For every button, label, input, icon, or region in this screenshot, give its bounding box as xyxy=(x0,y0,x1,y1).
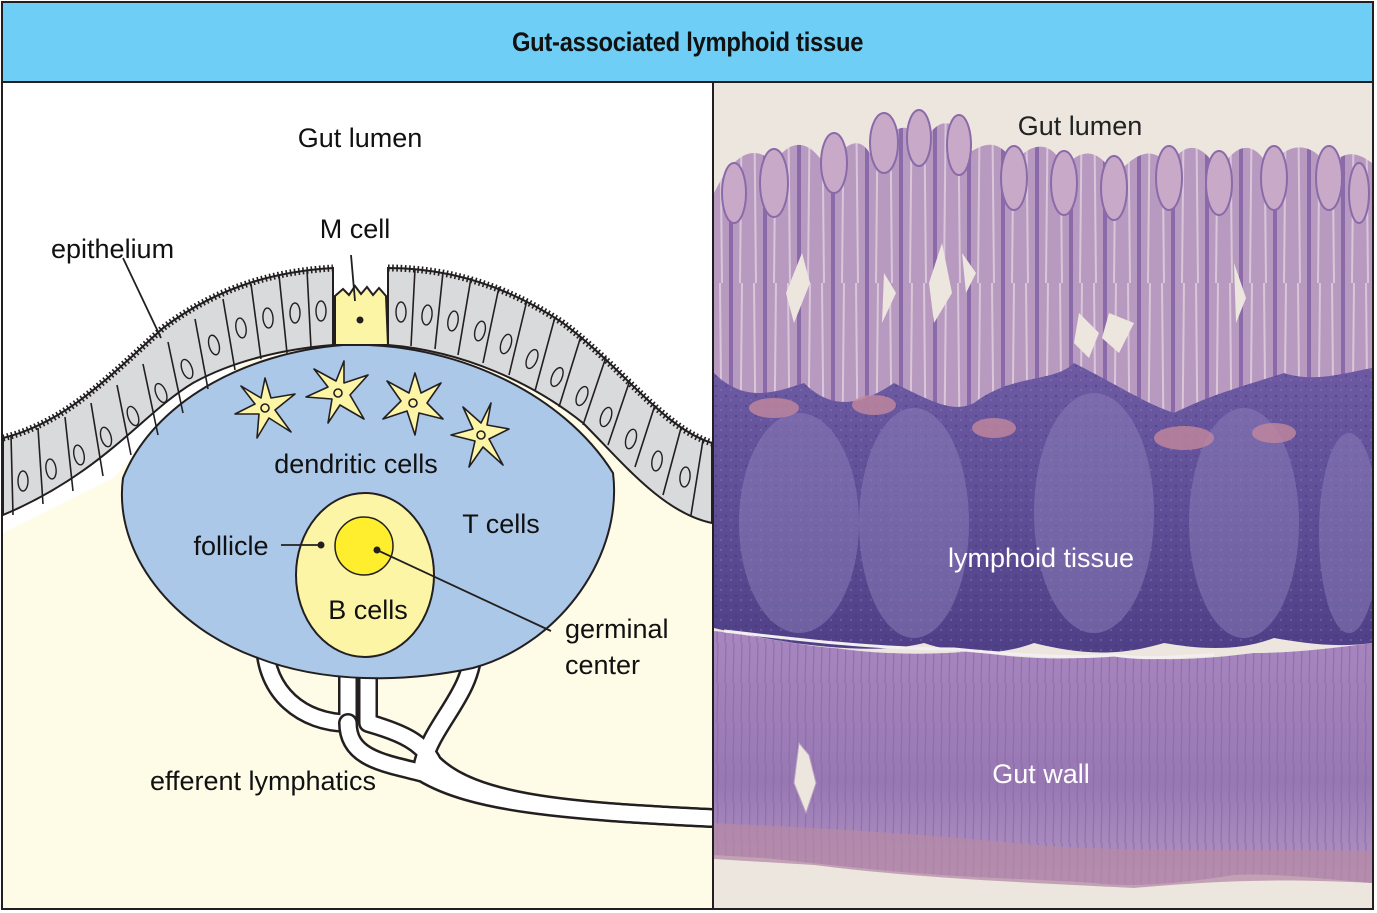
dendritic-cell-1 xyxy=(234,377,296,439)
galt-micrograph: Gut lumen lymphoid tissue Gut wall xyxy=(714,83,1372,908)
galt-diagram: Gut lumen epithelium M cell dendritic ce… xyxy=(3,123,712,908)
dendritic-cell-4 xyxy=(450,402,510,468)
lymphoid-follicles xyxy=(739,393,1372,638)
label-b-cells: B cells xyxy=(328,595,408,625)
label-epithelium: epithelium xyxy=(51,234,174,264)
efferent-lymphatic-vessels xyxy=(255,633,712,828)
label-gut-lumen: Gut lumen xyxy=(298,123,423,153)
m-cell xyxy=(334,284,390,346)
label-germinal-center-line1: germinal xyxy=(565,614,669,644)
germinal-center xyxy=(334,516,394,576)
label-efferent-lymphatics: efferent lymphatics xyxy=(150,766,376,796)
label-t-cells: T cells xyxy=(462,509,540,539)
panel-divider xyxy=(712,83,714,908)
villi-layer xyxy=(714,109,1372,413)
label-dendritic-cells: dendritic cells xyxy=(274,449,438,479)
leader-lines xyxy=(122,254,552,632)
dendritic-cell-2 xyxy=(305,360,369,424)
figure-header: Gut-associated lymphoid tissue xyxy=(3,3,1372,83)
label-germinal-center-line2: center xyxy=(565,650,640,680)
micrograph-label-lymphoid-tissue: lymphoid tissue xyxy=(948,543,1134,573)
dendritic-cells-group xyxy=(234,360,510,468)
figure-title: Gut-associated lymphoid tissue xyxy=(511,26,864,57)
epithelium-layer xyxy=(3,264,712,525)
dendritic-cell-3 xyxy=(382,372,444,436)
label-follicle: follicle xyxy=(193,531,268,561)
label-m-cell: M cell xyxy=(320,214,391,244)
micrograph-label-gut-lumen: Gut lumen xyxy=(1018,111,1143,141)
micrograph-label-gut-wall: Gut wall xyxy=(992,759,1090,789)
